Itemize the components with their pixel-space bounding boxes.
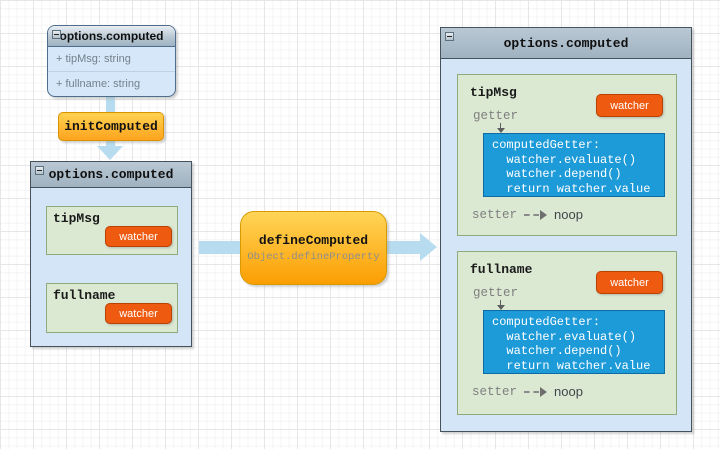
code-line: watcher.depend()	[492, 167, 622, 181]
computed-property-card-tipmsg[interactable]: tipMsg watcher getter computedGetter: wa…	[457, 74, 677, 236]
code-line: computedGetter:	[492, 315, 601, 329]
property-name-label: tipMsg	[53, 211, 100, 226]
getter-flow-arrow-icon	[496, 123, 505, 133]
code-line: return watcher.value	[492, 358, 651, 373]
watcher-badge[interactable]: watcher	[105, 226, 172, 247]
result-box-title: options.computed	[503, 35, 629, 51]
options-computed-result-box[interactable]: options.computed tipMsg watcher getter c…	[440, 27, 692, 432]
collapse-icon[interactable]	[445, 32, 454, 41]
code-line: return watcher.value	[492, 181, 651, 196]
dashed-arrow-icon	[524, 209, 548, 220]
class-field-tipmsg: + tipMsg: string	[56, 53, 131, 65]
define-computed-step[interactable]: defineComputed Object.defineProperty	[240, 211, 387, 285]
collapse-icon[interactable]	[35, 166, 44, 175]
getter-flow-arrow-icon	[496, 300, 505, 310]
options-computed-state-box[interactable]: options.computed tipMsg watcher fullname…	[30, 161, 192, 347]
property-name-label: fullname	[53, 288, 116, 303]
class-box-title: options.computed	[59, 29, 164, 43]
state-box-header: options.computed	[31, 162, 191, 188]
setter-label: setter	[472, 384, 518, 399]
code-line: watcher.evaluate()	[492, 329, 637, 344]
init-computed-step[interactable]: initComputed	[58, 112, 164, 141]
code-line: watcher.evaluate()	[492, 152, 637, 167]
noop-label: noop	[554, 207, 583, 222]
watcher-badge[interactable]: watcher	[596, 94, 663, 117]
watcher-badge[interactable]: watcher	[596, 271, 663, 294]
setter-label: setter	[472, 207, 518, 222]
class-field-fullname: + fullname: string	[48, 71, 175, 96]
flow-arrow-right-head	[420, 233, 437, 261]
noop-label: noop	[554, 384, 583, 399]
computed-property-card-fullname[interactable]: fullname watcher getter computedGetter: …	[457, 251, 677, 415]
property-name-label: fullname	[470, 262, 533, 277]
getter-label: getter	[473, 109, 519, 123]
code-line: watcher.depend()	[492, 344, 622, 358]
code-line: computedGetter:	[492, 138, 601, 152]
state-box-title: options.computed	[48, 167, 174, 182]
flow-arrow-down-head	[97, 146, 123, 160]
setter-row: setter noop	[472, 384, 583, 399]
define-computed-title: defineComputed	[258, 233, 369, 248]
init-computed-label: initComputed	[64, 119, 158, 134]
property-name-label: tipMsg	[470, 85, 517, 100]
setter-row: setter noop	[472, 207, 583, 222]
dashed-arrow-icon	[524, 386, 548, 397]
watcher-badge[interactable]: watcher	[105, 303, 172, 324]
collapse-icon[interactable]	[52, 30, 61, 39]
state-item-tipmsg[interactable]: tipMsg watcher	[46, 206, 178, 255]
state-item-fullname[interactable]: fullname watcher	[46, 283, 178, 333]
class-box-header: options.computed	[48, 26, 175, 47]
options-computed-class-box[interactable]: options.computed + tipMsg: string + full…	[47, 25, 176, 97]
computed-getter-code-block[interactable]: computedGetter: watcher.evaluate() watch…	[483, 310, 665, 374]
computed-getter-code-block[interactable]: computedGetter: watcher.evaluate() watch…	[483, 133, 665, 197]
result-box-header: options.computed	[441, 28, 691, 59]
getter-label: getter	[473, 286, 519, 300]
define-computed-subtitle: Object.defineProperty	[247, 251, 380, 263]
